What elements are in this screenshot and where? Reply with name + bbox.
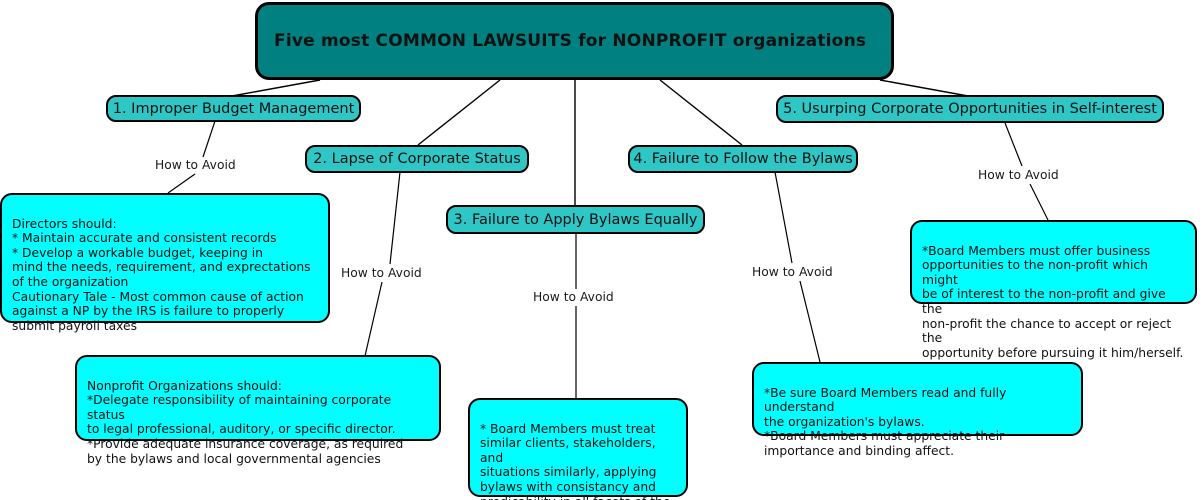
detail-node-3[interactable]: * Board Members must treat similar clien…	[468, 398, 688, 500]
edge-branch-4-to-detail-4a	[774, 171, 793, 264]
diagram-title-node[interactable]: Five most COMMON LAWSUITS for NONPROFIT …	[255, 2, 894, 80]
edge-branch-5-to-detail-5b	[1029, 183, 1049, 221]
branch-node-5-label: 5. Usurping Corporate Opportunities in S…	[783, 101, 1157, 117]
detail-node-4-text: *Be sure Board Members read and fully un…	[764, 385, 1007, 458]
edge-label-how-to-avoid-1: How to Avoid	[155, 158, 236, 172]
detail-node-2[interactable]: Nonprofit Organizations should: *Delegat…	[75, 355, 441, 466]
branch-node-5[interactable]: 5. Usurping Corporate Opportunities in S…	[776, 95, 1164, 123]
edge-title-to-branch-5	[879, 79, 969, 97]
edge-branch-1-to-detail-1a	[202, 120, 216, 158]
detail-node-1-text: Directors should: * Maintain accurate an…	[12, 216, 311, 333]
branch-node-2-label: 2. Lapse of Corporate Status	[313, 151, 521, 167]
edge-title-to-branch-1	[231, 79, 321, 97]
edge-branch-5-to-detail-5a	[1004, 122, 1023, 167]
branch-node-3[interactable]: 3. Failure to Apply Bylaws Equally	[446, 205, 705, 234]
branch-node-4-label: 4. Failure to Follow the Bylaws	[633, 151, 853, 167]
edge-branch-2-to-detail-2b	[364, 281, 383, 357]
detail-node-4[interactable]: *Be sure Board Members read and fully un…	[752, 362, 1083, 458]
edge-label-how-to-avoid-5: How to Avoid	[978, 168, 1059, 182]
edge-title-to-branch-4	[659, 79, 743, 146]
branch-node-1-label: 1. Improper Budget Management	[112, 100, 355, 117]
branch-node-2[interactable]: 2. Lapse of Corporate Status	[305, 145, 529, 173]
edge-branch-2-to-detail-2a	[389, 171, 401, 265]
edge-title-to-branch-2	[417, 79, 501, 146]
detail-node-1[interactable]: Directors should: * Maintain accurate an…	[0, 193, 330, 333]
detail-node-2-text: Nonprofit Organizations should: *Delegat…	[87, 378, 404, 466]
detail-node-3-text: * Board Members must treat similar clien…	[480, 421, 670, 500]
edge-label-how-to-avoid-4: How to Avoid	[752, 265, 833, 279]
edge-label-how-to-avoid-2: How to Avoid	[341, 266, 422, 280]
detail-node-5[interactable]: *Board Members must offer business oppor…	[910, 220, 1197, 360]
edge-branch-4-to-detail-4b	[799, 280, 821, 363]
edge-label-how-to-avoid-3: How to Avoid	[533, 290, 614, 304]
branch-node-4[interactable]: 4. Failure to Follow the Bylaws	[628, 145, 858, 173]
branch-node-1[interactable]: 1. Improper Budget Management	[106, 95, 361, 122]
diagram-title-text: Five most COMMON LAWSUITS for NONPROFIT …	[274, 31, 867, 51]
edge-branch-1-to-detail-1b	[167, 173, 196, 194]
detail-node-5-text: *Board Members must offer business oppor…	[922, 243, 1184, 360]
branch-node-3-label: 3. Failure to Apply Bylaws Equally	[453, 211, 698, 228]
